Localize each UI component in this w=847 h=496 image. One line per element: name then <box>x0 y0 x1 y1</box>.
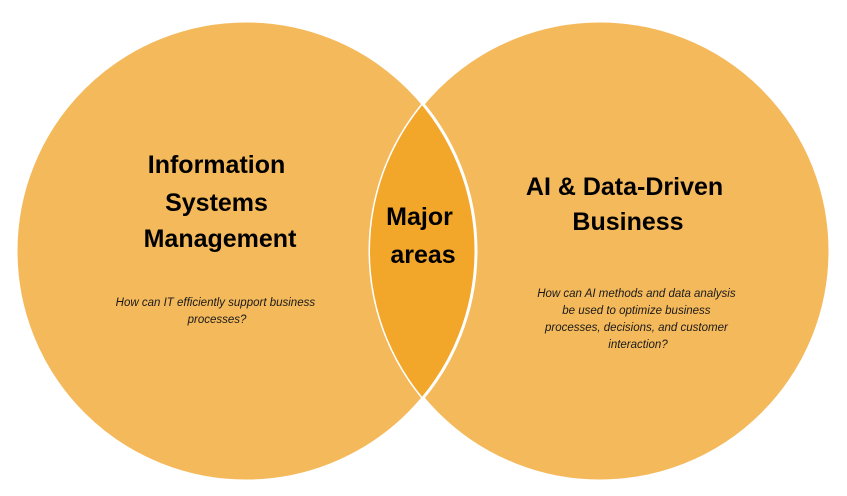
left-subtitle-line-1: How can IT efficiently support business <box>116 297 316 309</box>
left-circle-subtitle: How can IT efficiently support business … <box>116 297 319 326</box>
left-title-line-2: Systems <box>165 189 268 217</box>
right-title-line-1: AI & Data-Driven <box>526 173 723 201</box>
left-subtitle-line-2: processes? <box>187 314 247 326</box>
right-subtitle-line-3: processes, decisions, and customer <box>544 322 729 334</box>
left-title-line-3: Management <box>144 225 297 253</box>
left-title-line-1: Information <box>148 151 286 179</box>
overlap-label-line-1: Major <box>386 203 453 231</box>
right-title-line-2: Business <box>572 208 683 236</box>
right-circle-subtitle: How can AI methods and data analysis be … <box>537 288 739 351</box>
right-subtitle-line-2: be used to optimize business <box>562 305 711 317</box>
right-subtitle-line-1: How can AI methods and data analysis <box>537 288 736 300</box>
left-circle-title: Information Systems Management <box>144 151 297 253</box>
overlap-outline <box>370 21 478 481</box>
right-circle-title: AI & Data-Driven Business <box>526 173 730 236</box>
overlap-label: Major areas <box>386 203 460 269</box>
overlap-label-line-2: areas <box>390 241 455 269</box>
right-subtitle-line-4: interaction? <box>608 339 668 351</box>
